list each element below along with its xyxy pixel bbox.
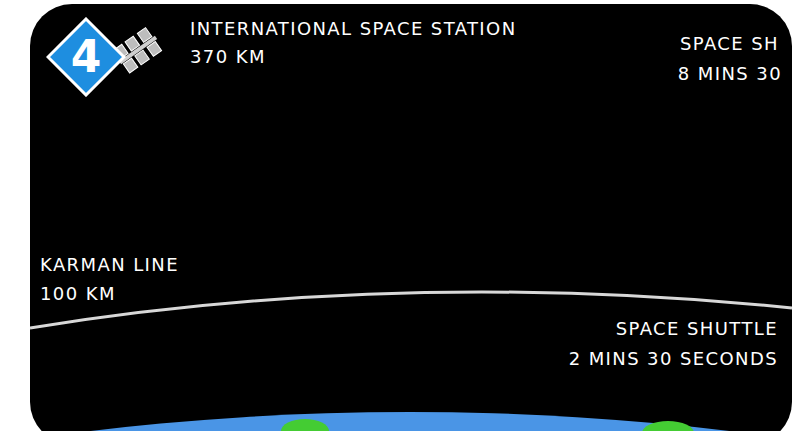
iss-icon [112,26,164,74]
altitude-label: 100 KM [40,283,116,305]
earth [30,412,792,431]
vehicle-name: SPACE SH [680,33,779,55]
land [642,421,694,431]
badge-diamond: 4 [46,17,126,97]
space-background [30,4,792,431]
time-label: 2 MINS 30 SECONDS [569,348,778,370]
altitude-label: 370 KM [190,46,266,68]
station-name: INTERNATIONAL SPACE STATION [190,18,517,40]
badge-number: 4 [46,35,126,79]
vehicle-name: SPACE SHUTTLE [616,318,778,340]
land [281,419,329,431]
time-label: 8 MINS 30 [678,63,782,85]
boundary-name: KARMAN LINE [40,254,179,276]
